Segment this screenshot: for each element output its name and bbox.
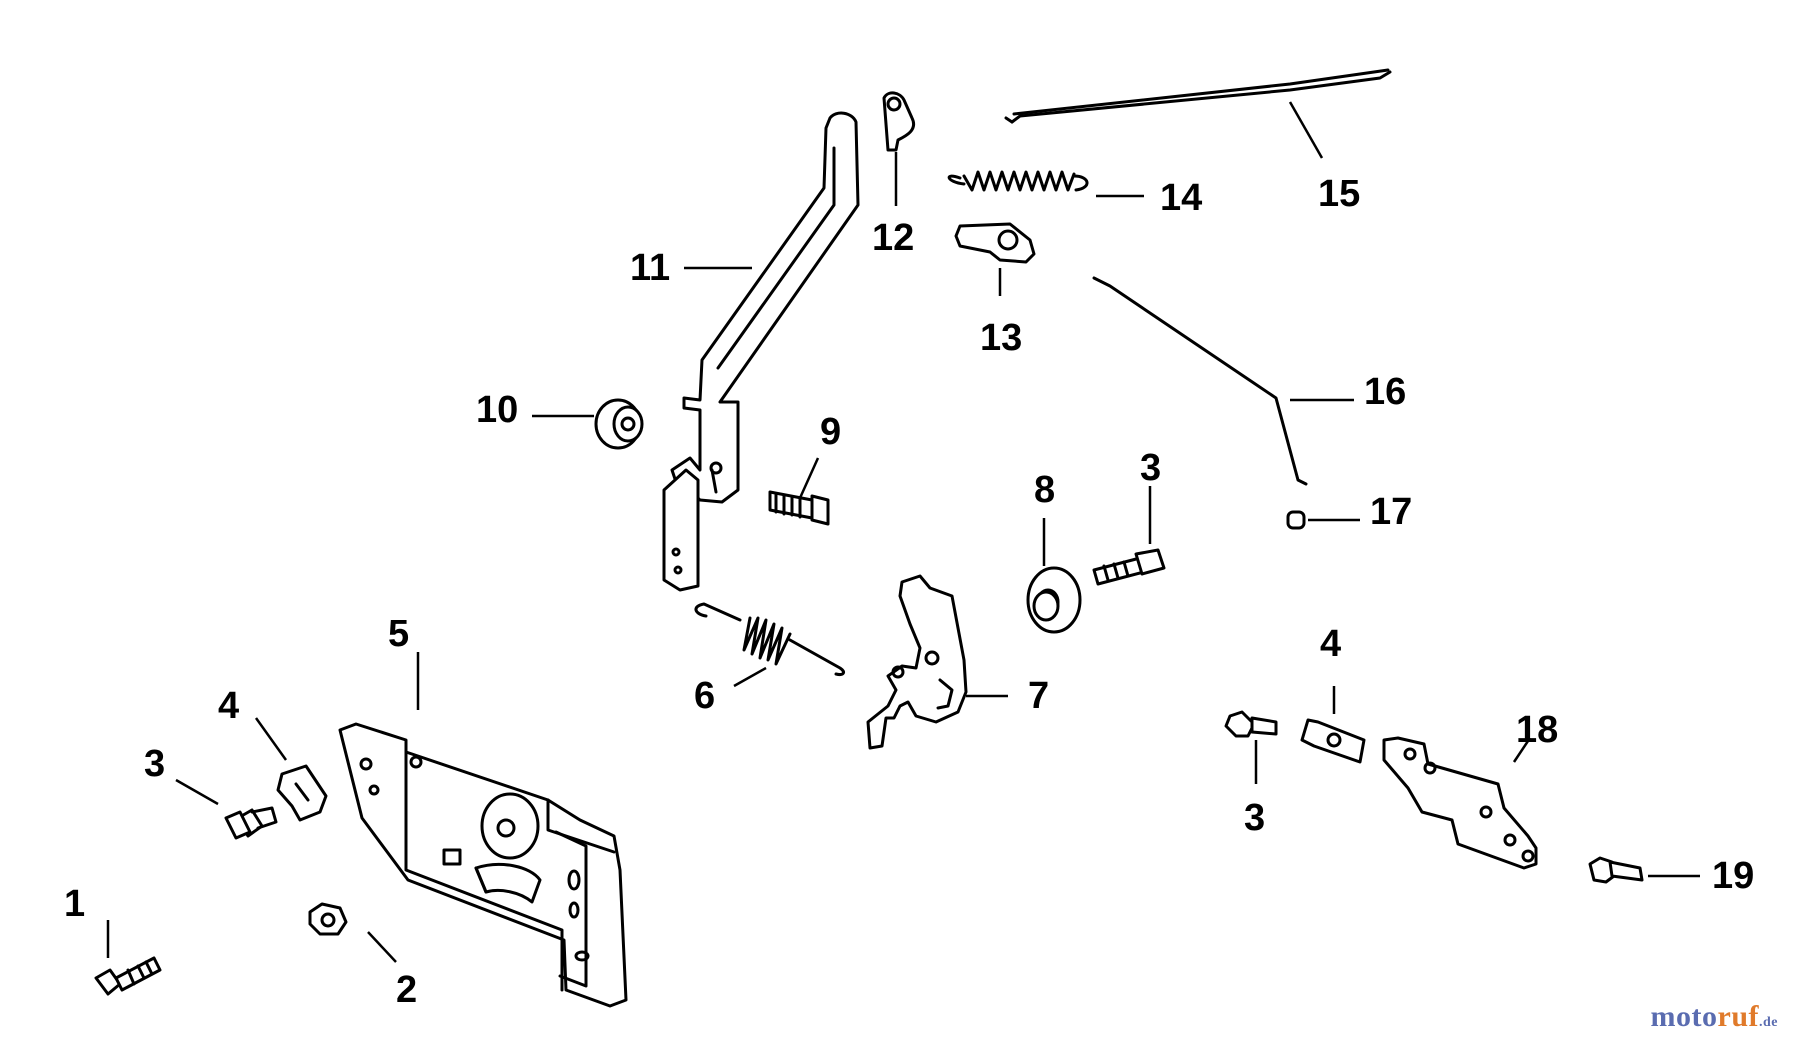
callout-6: 6: [694, 675, 715, 717]
callout-3-left: 3: [144, 743, 165, 785]
callout-3-upper: 3: [1140, 447, 1161, 489]
part-5-plate: [338, 722, 628, 1008]
callout-8: 8: [1034, 469, 1055, 511]
part-7-bracket: [866, 574, 968, 750]
part-15-rod: [1004, 68, 1392, 124]
callout-4-left: 4: [218, 685, 239, 727]
part-11-lever: [662, 111, 860, 592]
part-4-clip-left: [276, 764, 328, 822]
part-6-spring: [694, 602, 845, 676]
callout-9: 9: [820, 411, 841, 453]
callout-13: 13: [980, 317, 1022, 359]
part-3-bolt-right: [1224, 710, 1278, 738]
callout-18: 18: [1516, 709, 1558, 751]
part-14-spring: [947, 170, 1089, 192]
callout-16: 16: [1364, 371, 1406, 413]
callout-2: 2: [396, 969, 417, 1011]
part-4-clip-right: [1300, 718, 1366, 764]
part-2-nut: [308, 902, 348, 936]
callout-17: 17: [1370, 491, 1412, 533]
part-17-bushing: [1286, 510, 1306, 530]
part-18-bracket: [1382, 736, 1538, 870]
callout-19: 19: [1712, 855, 1754, 897]
callouts: 1 2 3 4 5 6 7 8 3 9 10 11 12 13 14 15 16…: [64, 173, 1754, 1011]
callout-10: 10: [476, 389, 518, 431]
part-9-bolt: [768, 490, 830, 526]
callout-1: 1: [64, 883, 85, 925]
part-12-clip: [882, 91, 915, 152]
part-16-rod: [1092, 276, 1308, 486]
site-watermark-logo: motoruf.de: [1650, 1000, 1778, 1033]
callout-4-right: 4: [1320, 623, 1341, 665]
part-3-bolt-upper: [1092, 548, 1166, 586]
callout-15: 15: [1318, 173, 1360, 215]
part-1-bolt: [94, 956, 162, 996]
callout-3-right: 3: [1244, 797, 1265, 839]
part-19-pin: [1588, 856, 1644, 884]
callout-12: 12: [872, 217, 914, 259]
callout-14: 14: [1160, 177, 1202, 219]
part-3-bolt-left: [224, 806, 278, 840]
callout-5: 5: [388, 613, 409, 655]
callout-7: 7: [1028, 675, 1049, 717]
part-10-bushing: [594, 398, 644, 450]
callout-11: 11: [630, 247, 670, 289]
leader-lines: [106, 101, 1700, 963]
part-13-bracket: [954, 222, 1036, 264]
part-8-washer: [1026, 566, 1082, 634]
